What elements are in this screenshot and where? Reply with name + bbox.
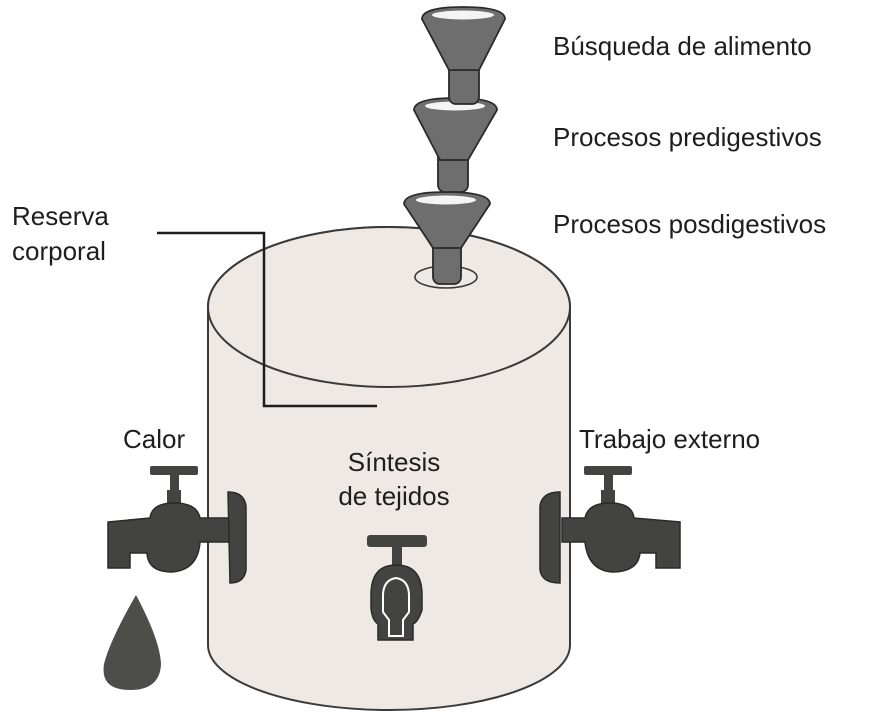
work-faucet	[539, 466, 681, 584]
funnel-search	[421, 6, 506, 105]
reserve-leader-line	[157, 231, 377, 408]
reserve-tank	[207, 226, 571, 711]
funnel-predigestive	[413, 97, 498, 193]
label-postdigestive: Procesos posdigestivos	[553, 209, 826, 239]
label-synthesis-line1: Síntesis	[348, 447, 441, 477]
label-reserve-line2: corporal	[12, 236, 106, 266]
heat-faucet	[107, 466, 247, 584]
label-synthesis-line2: de tejidos	[338, 481, 449, 511]
label-heat: Calor	[123, 424, 185, 454]
tank-top	[207, 226, 571, 388]
heat-drop	[103, 595, 161, 690]
label-reserve-line1: Reserva	[12, 201, 109, 231]
label-predigestive: Procesos predigestivos	[553, 122, 822, 152]
label-food-search: Búsqueda de alimento	[553, 31, 812, 61]
synthesis-faucet	[367, 535, 427, 641]
funnel-stack	[403, 6, 506, 285]
label-external-work: Trabajo externo	[579, 424, 760, 454]
